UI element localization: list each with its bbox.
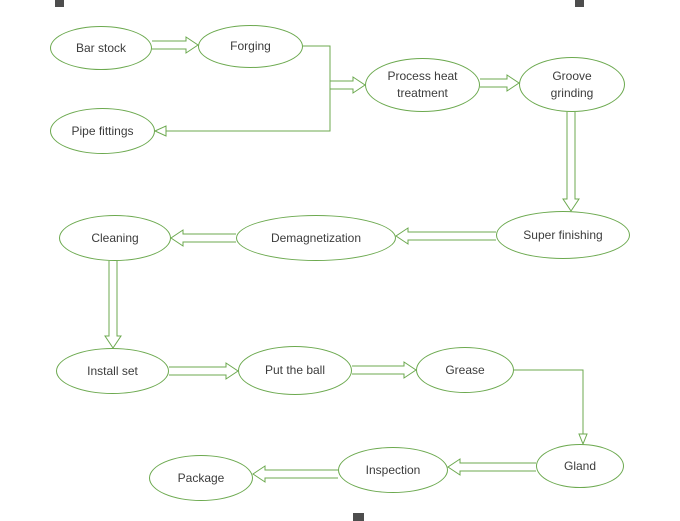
node-cleaning: Cleaning: [59, 215, 171, 261]
arrow-gland-to-inspection: [447, 458, 536, 476]
connector-grease-to-gland: [514, 369, 584, 434]
node-package: Package: [149, 455, 253, 501]
node-put-the-ball: Put the ball: [238, 346, 352, 395]
arrow-cleaning-to-install-set: [104, 261, 122, 349]
node-inspection: Inspection: [338, 447, 448, 493]
arrowhead-gland: [578, 433, 588, 446]
artifact-mark-top-left: [55, 0, 64, 7]
arrow-forging-to-process-heat-treatment: [330, 76, 366, 94]
arrow-inspection-to-package: [252, 465, 338, 483]
arrow-install-set-to-put-the-ball: [169, 362, 239, 380]
artifact-mark-bottom: [353, 513, 364, 521]
arrow-groove-grinding-to-super-finishing: [562, 112, 580, 212]
node-process-heat-treatment: Process heat treatment: [365, 58, 480, 112]
node-super-finishing: Super finishing: [496, 211, 630, 259]
node-gland: Gland: [536, 444, 624, 488]
arrow-demagnetization-to-cleaning: [170, 229, 236, 247]
arrowhead-pipe-fittings: [153, 125, 167, 137]
artifact-mark-top-right: [575, 0, 584, 7]
arrow-process-heat-treatment-to-groove-grinding: [480, 74, 520, 92]
node-install-set: Install set: [56, 348, 169, 394]
arrow-bar-stock-to-forging: [152, 36, 199, 54]
node-groove-grinding: Groove grinding: [519, 57, 625, 112]
node-grease: Grease: [416, 347, 514, 393]
arrow-super-finishing-to-demagnetization: [395, 227, 496, 245]
node-bar-stock: Bar stock: [50, 26, 152, 70]
node-pipe-fittings: Pipe fittings: [50, 108, 155, 154]
arrow-put-the-ball-to-grease: [352, 361, 417, 379]
connector-forging-to-pipe-fittings: [166, 45, 331, 132]
node-forging: Forging: [198, 25, 303, 68]
node-demagnetization: Demagnetization: [236, 215, 396, 261]
